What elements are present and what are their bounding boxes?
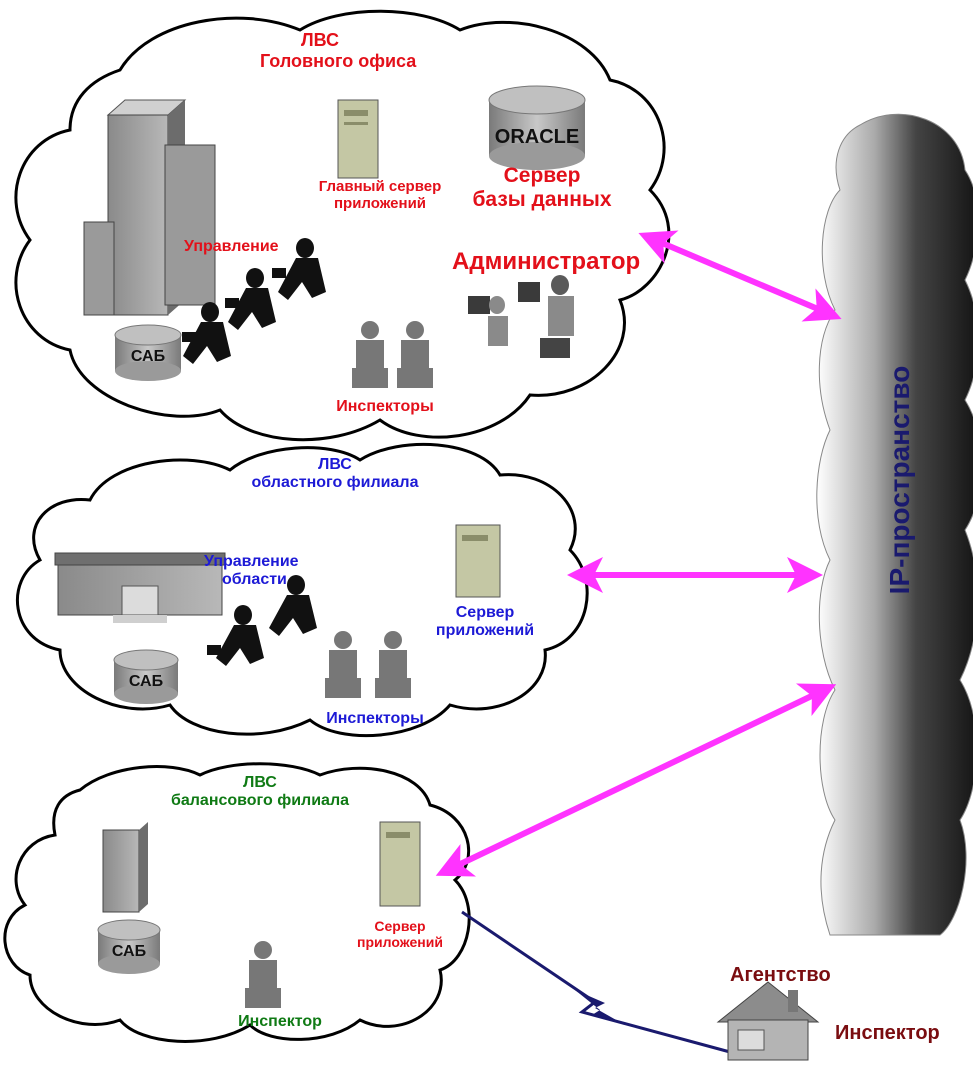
administrator-label: Администратор [452,248,641,275]
regional-management-label: Управление области [204,553,299,589]
db-server-label: Сервер базы данных [472,164,612,212]
agency-inspector-label: Инспектор [835,1022,940,1044]
agency-title: Агентство [730,964,831,986]
regional-saab-label: САБ [128,673,164,690]
balance-saab-label: САБ [111,943,147,960]
balance-building-icon [102,822,148,913]
regional-managers-icon [207,575,317,666]
balance-inspector-icon [245,941,281,1008]
skyscraper-icon [83,99,216,316]
regional-building-icon [54,552,226,623]
oracle-db-icon [488,85,586,170]
balance-server-label: Сервер приложений [357,918,443,951]
head-inspectors-icon [352,321,433,388]
balance-inspector-label: Инспектор [238,1013,322,1030]
balance-server-icon [379,821,421,907]
head-saab-db-icon [114,324,182,381]
regional-inspectors-label: Инспекторы [326,710,424,727]
balance-title: ЛВС балансового филиала [170,774,350,810]
head-office-title: ЛВС Головного офиса [260,30,417,71]
link-head-to-ip [638,230,842,322]
regional-title: ЛВС областного филиала [251,456,419,492]
balance-saab-db-icon [97,919,161,974]
regional-server-label: Сервер приложений [435,604,535,640]
regional-inspectors-icon [325,631,411,698]
main-server-label: Главный сервер приложений [318,178,442,213]
head-inspectors-label: Инспекторы [336,398,434,415]
agency-house-icon [716,981,820,1061]
regional-saab-db-icon [113,649,179,704]
management-label: Управление [184,238,279,255]
head-saab-label: САБ [130,348,166,365]
main-server-icon [337,99,379,179]
regional-server-icon [455,524,501,598]
lightning-bolt-icon [575,990,625,1025]
running-managers-icon [182,238,326,364]
administrator-icon [468,275,574,358]
ip-space-label: IP-пространство [884,365,915,595]
link-balance-to-ip [435,683,837,877]
ip-space-cloud [816,113,973,936]
lightning-link [461,910,731,1054]
oracle-label: ORACLE [494,126,580,148]
